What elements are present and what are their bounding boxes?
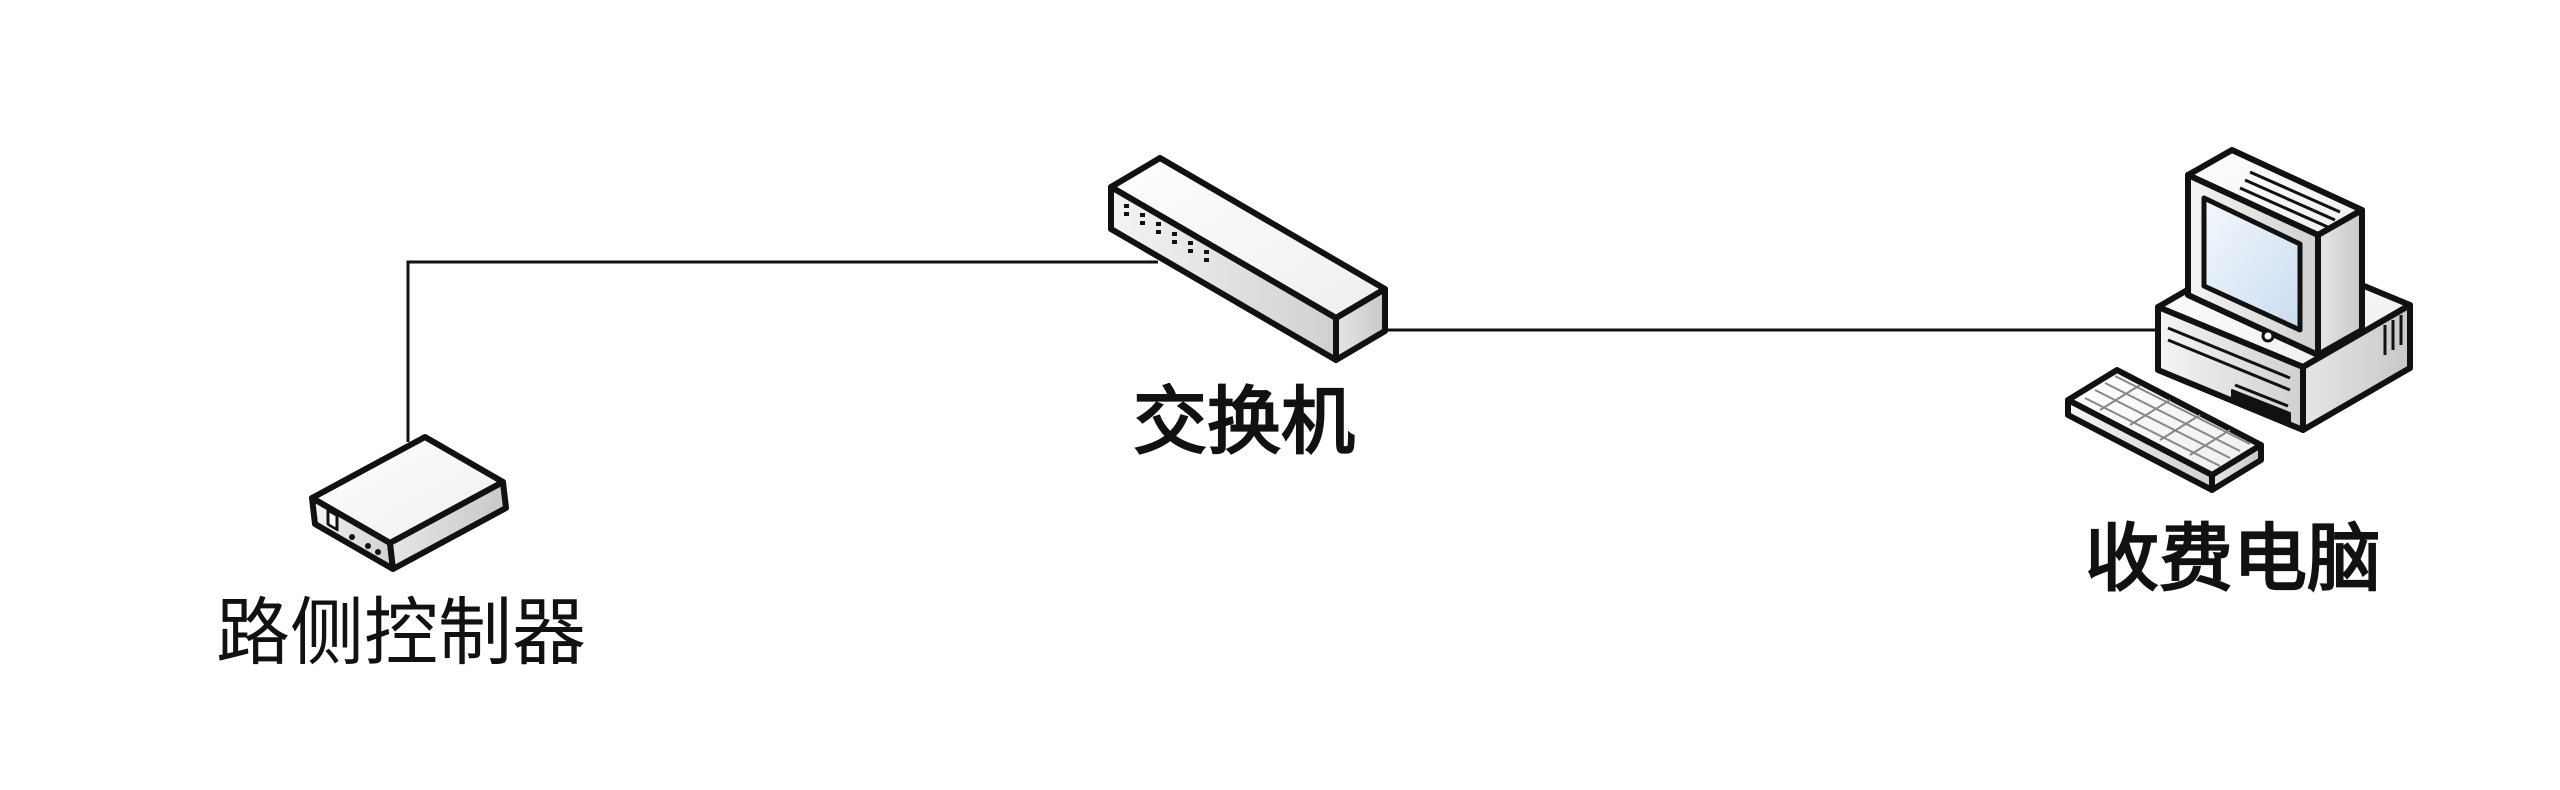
desktop-computer-icon (2065, 147, 2413, 493)
connection-controller-switch (406, 260, 1158, 442)
node-label-switch: 交换机 (1133, 379, 1355, 465)
network-switch-icon (1108, 155, 1388, 363)
node-label-pc: 收费电脑 (2085, 516, 2381, 602)
router-icon (309, 434, 509, 572)
node-label-controller: 路侧控制器 (216, 590, 586, 676)
